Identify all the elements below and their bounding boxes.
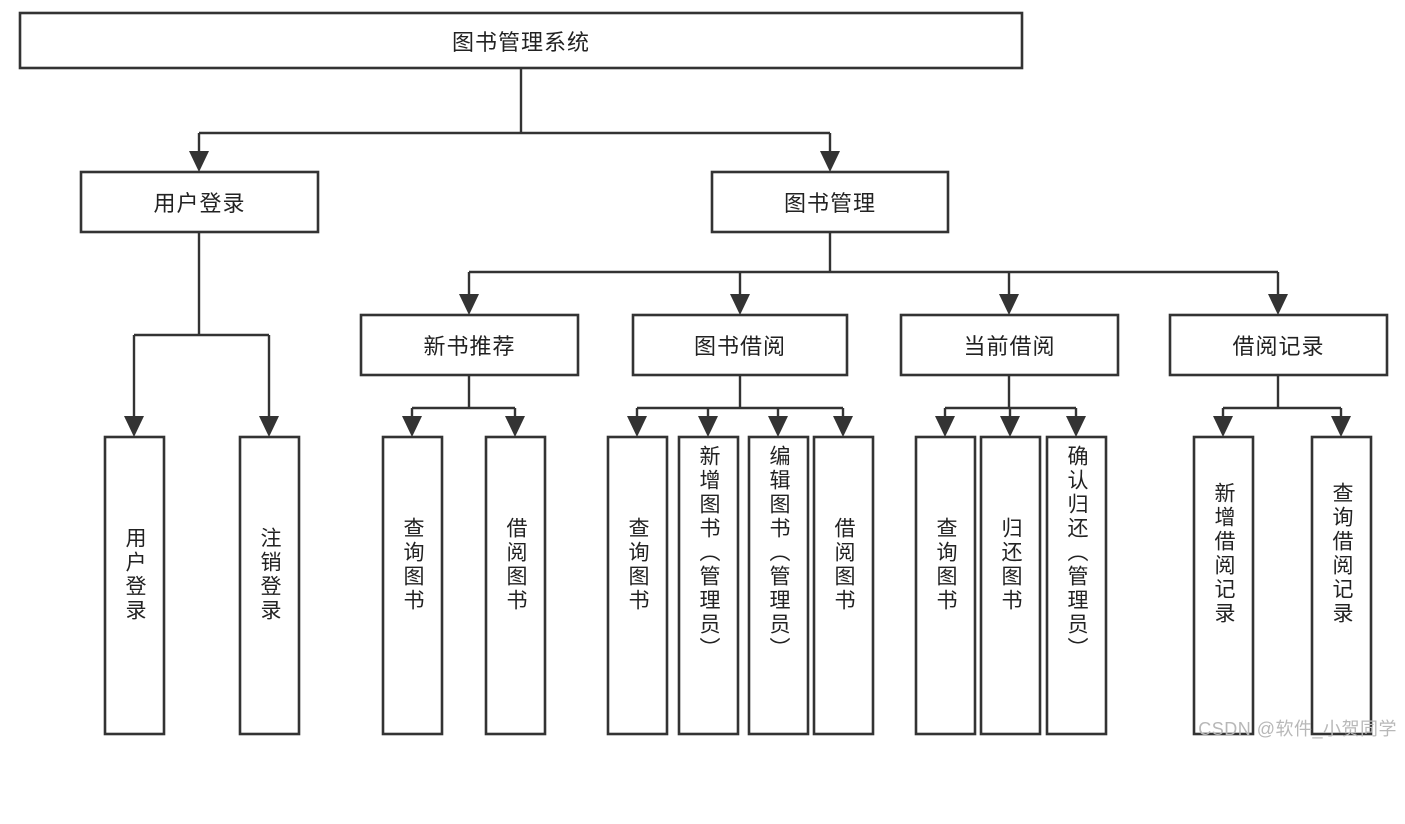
connector-current-borrow-to-leaves xyxy=(935,375,1086,437)
node-leaf-confirm-return[interactable] xyxy=(1045,435,1108,736)
connector-book-borrow-to-leaves xyxy=(627,375,853,437)
node-leaf-borrow-book-2[interactable] xyxy=(812,435,875,736)
node-borrow-record[interactable] xyxy=(1168,313,1389,377)
node-user-login[interactable] xyxy=(79,170,320,234)
flowchart-canvas xyxy=(18,11,1389,736)
node-root[interactable] xyxy=(18,11,1024,70)
node-leaf-user-logout[interactable] xyxy=(238,435,301,736)
node-new-book-recommend[interactable] xyxy=(359,313,580,377)
node-leaf-query-book-2[interactable] xyxy=(606,435,669,736)
node-leaf-add-record[interactable] xyxy=(1192,435,1255,736)
node-leaf-borrow-book-1[interactable] xyxy=(484,435,547,736)
csdn-watermark: CSDN @软件_小贺同学 xyxy=(1198,719,1397,739)
node-book-borrow[interactable] xyxy=(631,313,849,377)
node-leaf-add-book[interactable] xyxy=(677,435,740,736)
node-leaf-query-book-1[interactable] xyxy=(381,435,444,736)
connector-new-book-recommend-to-leaves xyxy=(402,375,525,437)
connector-user-login-to-leaves xyxy=(124,232,279,437)
connector-book-management-to-level2 xyxy=(459,232,1288,315)
node-leaf-edit-book[interactable] xyxy=(747,435,810,736)
node-leaf-return-book[interactable] xyxy=(979,435,1042,736)
connector-root-to-level1 xyxy=(189,68,840,172)
diagram-root: 图书管理系统 用户登录 图书管理 新书推荐 图书借阅 当前借阅 借阅记录 用户登… xyxy=(18,11,1397,739)
node-leaf-query-book-3[interactable] xyxy=(914,435,977,736)
node-leaf-query-record[interactable] xyxy=(1310,435,1373,736)
node-current-borrow[interactable] xyxy=(899,313,1120,377)
node-leaf-user-login[interactable] xyxy=(103,435,166,736)
node-book-management[interactable] xyxy=(710,170,950,234)
connector-borrow-record-to-leaves xyxy=(1213,375,1351,437)
